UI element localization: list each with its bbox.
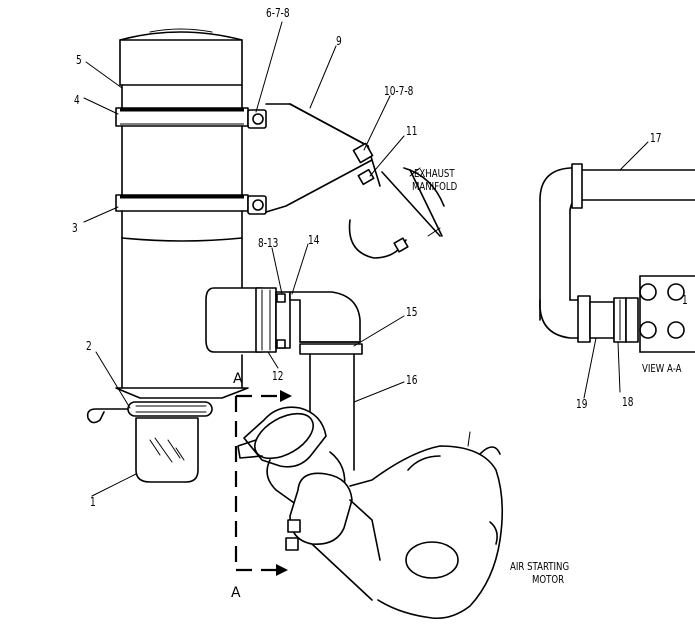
callout-5: 5 [76,54,82,68]
support-bracket [247,103,381,215]
view-label: VIEW A-A [642,363,682,375]
callout-17: 17 [650,132,661,146]
section-arrows [234,390,292,576]
callout-18: 18 [622,396,634,410]
callout-9: 9 [336,35,342,49]
section-arrow-bottom [276,564,288,576]
callout-1: 1 [90,496,96,510]
callout-12: 12 [272,370,283,384]
exhaust-manifold-label-2: MANIFOLD [412,181,458,193]
exhaust-manifold [348,167,445,259]
hose-clamp [127,401,213,417]
leader-lines [83,21,649,497]
section-label-top: A [233,371,243,387]
view-a-a [539,163,695,353]
dust-cup [135,417,199,483]
callout-19: 19 [576,398,587,412]
inlet-elbows [237,406,353,551]
air-starting-motor-label-2: MOTOR [532,574,564,586]
air-cleaner-cap [119,39,243,86]
callout-4: 4 [74,94,80,108]
air-cleaner-assembly [86,28,249,483]
callout-11: 11 [406,125,417,139]
section-arrow-top [280,390,292,402]
component-labels: EXHAUST MANIFOLD AIR STARTING MOTOR VIEW… [231,168,682,601]
air-starting-motor-label-1: AIR STARTING [510,561,569,573]
callout-8-13: 8-13 [258,237,278,251]
callout-3: 3 [72,222,78,236]
air-cleaner-housing [121,84,243,109]
callout-16: 16 [406,374,418,388]
callout-14: 14 [308,234,320,248]
callout-15: 15 [406,306,417,320]
callout-2: 2 [86,340,92,354]
air-starting-motor [311,431,504,620]
callout-1-view: 1 [682,294,688,308]
callout-6-7-8: 6-7-8 [266,7,290,21]
section-label-bottom: A [231,585,241,601]
callout-10-7-8: 10-7-8 [384,85,414,99]
callout-numbers: 1 2 3 4 5 6-7-8 9 10-7-8 11 8-13 14 12 1… [72,7,688,510]
elbow-connector [205,287,363,355]
exhaust-manifold-label-1: EXHAUST [414,168,455,180]
